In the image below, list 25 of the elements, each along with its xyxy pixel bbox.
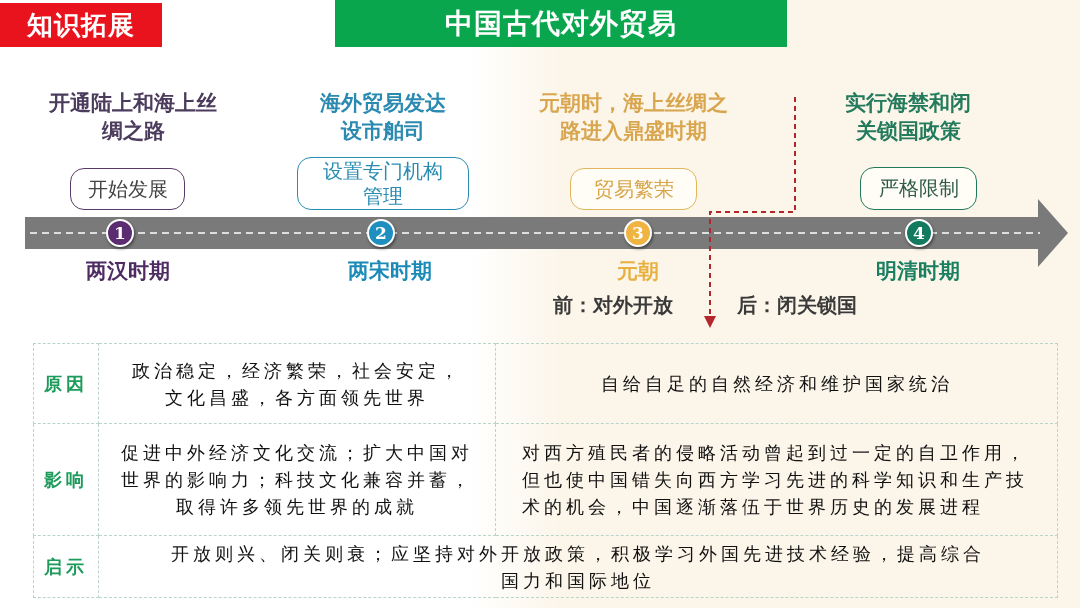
period-label: 两汉时期 [85, 258, 171, 285]
row-header: 原因 [44, 371, 88, 396]
milestone-description: 海外贸易发达 [319, 90, 447, 117]
milestone-description: 元朝时，海上丝绸之路进入鼎盛时期 [537, 90, 729, 145]
period-label: 明清时期 [875, 258, 961, 285]
description-text: 自给自足的自然经济和维护国家统治 [600, 372, 953, 396]
description-text: 促进中外经济文化交流；扩大中国对世界的影响力；科技文化兼容并蓄，取得许多领先世界的成就 [120, 441, 474, 519]
period-label: 元朝 [616, 258, 660, 285]
description-text: 对西方殖民者的侵略活动曾起到过一定的自卫作用，但也使中国错失向西方学习先进的科学知识和生产技术的机会，中国逐渐落伍于世界历史的发展进程 [521, 441, 1029, 519]
stage-box: 开始发展 [70, 168, 185, 210]
row-header: 启示 [44, 554, 88, 579]
stage-box: 设置专门机构管理 [297, 157, 469, 210]
stage-box: 贸易繁荣 [570, 168, 697, 210]
phase-label: 后：闭关锁国 [737, 292, 857, 318]
description-text: 政治稳定，经济繁荣，社会安定，文化昌盛，各方面领先世界 [131, 358, 463, 410]
milestone-description: 设市舶司 [339, 118, 426, 145]
milestone-description: 开通陆上和海上丝绸之路 [48, 90, 218, 145]
period-label: 两宋时期 [347, 258, 433, 285]
row-header: 影响 [44, 467, 88, 492]
title-banner: 中国古代对外贸易 [335, 0, 787, 47]
milestone-description: 实行海禁和闭关锁国政策 [844, 90, 972, 145]
phase-label: 前：对外开放 [553, 292, 673, 318]
stage-box: 严格限制 [860, 167, 977, 210]
section-tag: 知识拓展 [0, 3, 162, 47]
description-text: 开放则兴、闭关则衰；应坚持对外开放政策，积极学习外国先进技术经验，提高综合国力和国际地位 [170, 541, 986, 593]
